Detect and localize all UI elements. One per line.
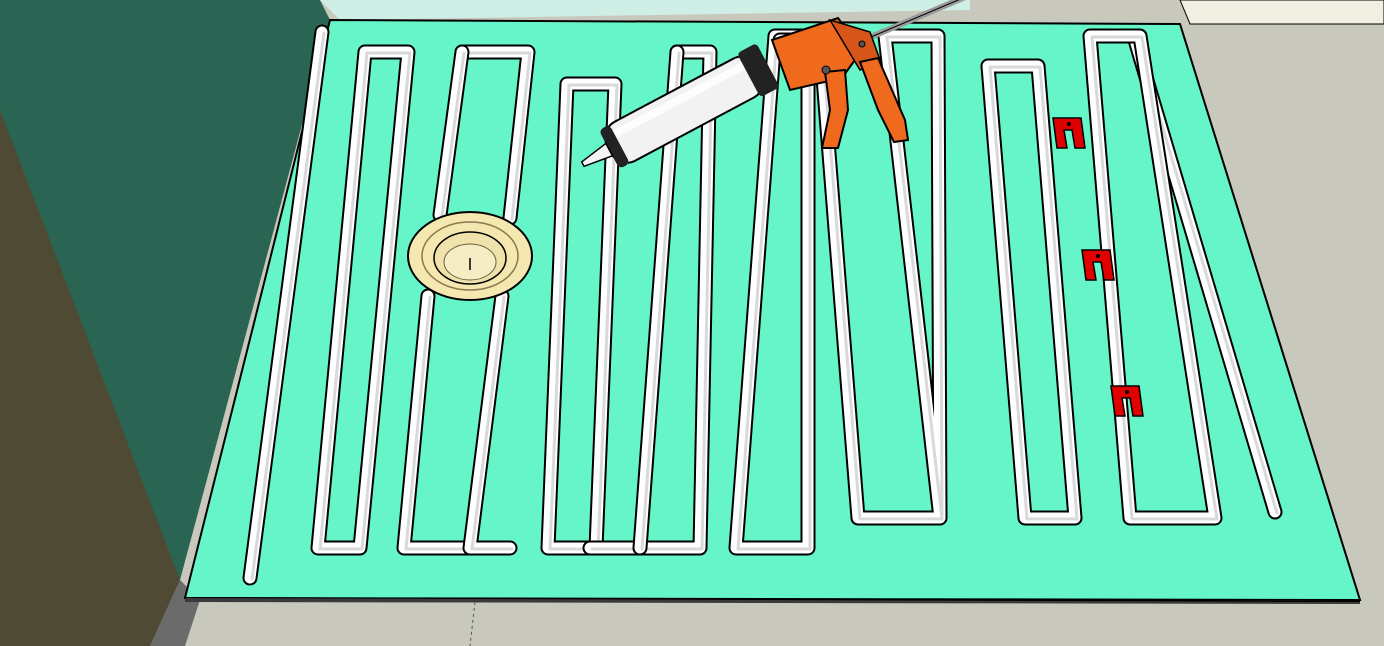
floor-drain — [408, 212, 532, 300]
wall-right — [1180, 0, 1384, 24]
spacer-hole — [1096, 254, 1100, 258]
spacer-hole — [1125, 390, 1129, 394]
gun-pivot — [822, 66, 830, 74]
gun-pivot-2 — [859, 41, 865, 47]
spacer-hole — [1067, 122, 1071, 126]
